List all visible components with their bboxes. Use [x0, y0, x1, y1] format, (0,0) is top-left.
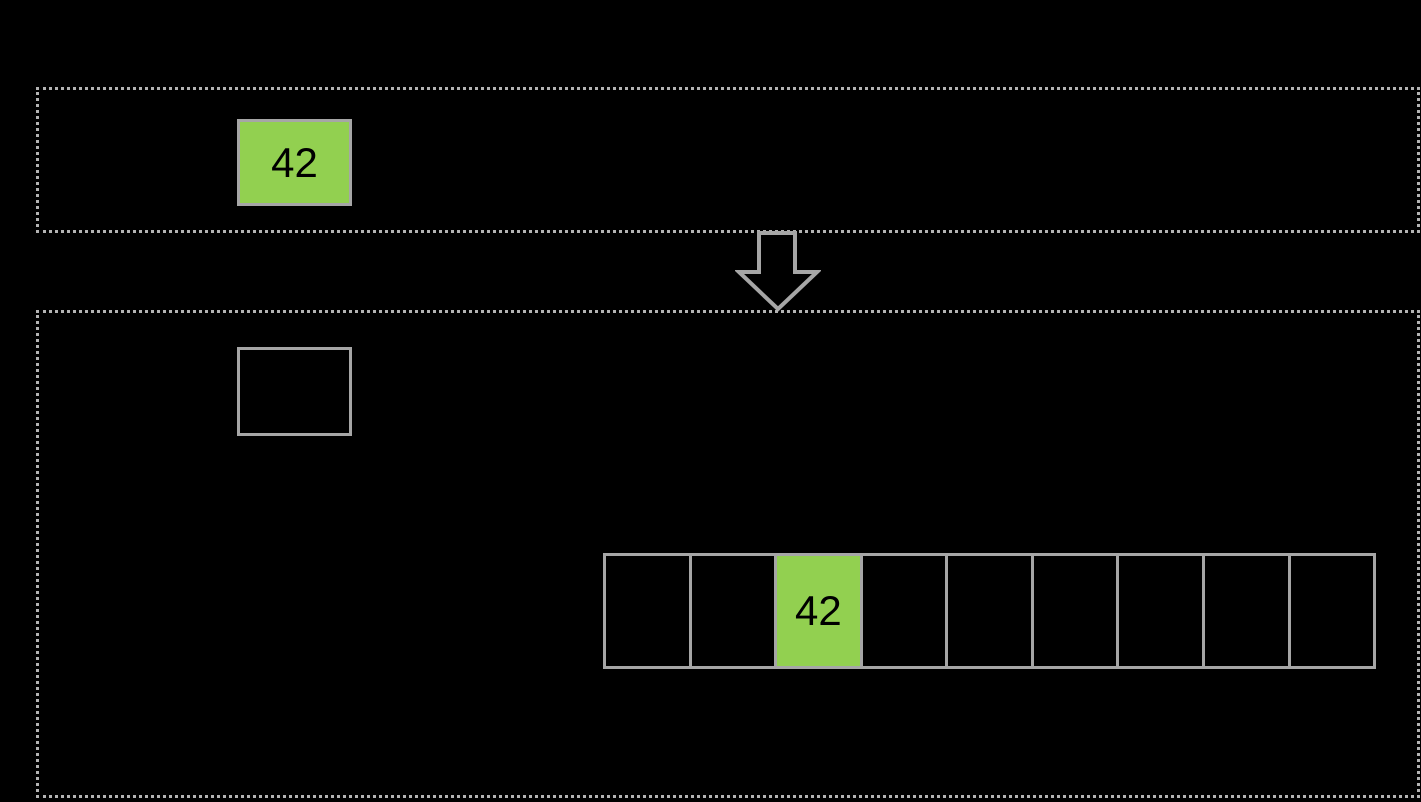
down-arrow-icon — [733, 231, 823, 312]
top-dashed-region: 42 — [36, 87, 1420, 233]
bottom-dashed-region: 42 — [36, 310, 1420, 798]
array-cell — [1291, 556, 1374, 666]
value-box: 42 — [237, 119, 352, 206]
empty-reference-box — [237, 347, 352, 436]
array-cell — [948, 556, 1034, 666]
array-cell: 42 — [777, 556, 863, 666]
array-cell — [606, 556, 692, 666]
array-cell — [692, 556, 778, 666]
array-row: 42 — [603, 553, 1376, 669]
array-cell — [863, 556, 949, 666]
array-cell — [1119, 556, 1205, 666]
array-cell — [1034, 556, 1120, 666]
array-cell — [1205, 556, 1291, 666]
